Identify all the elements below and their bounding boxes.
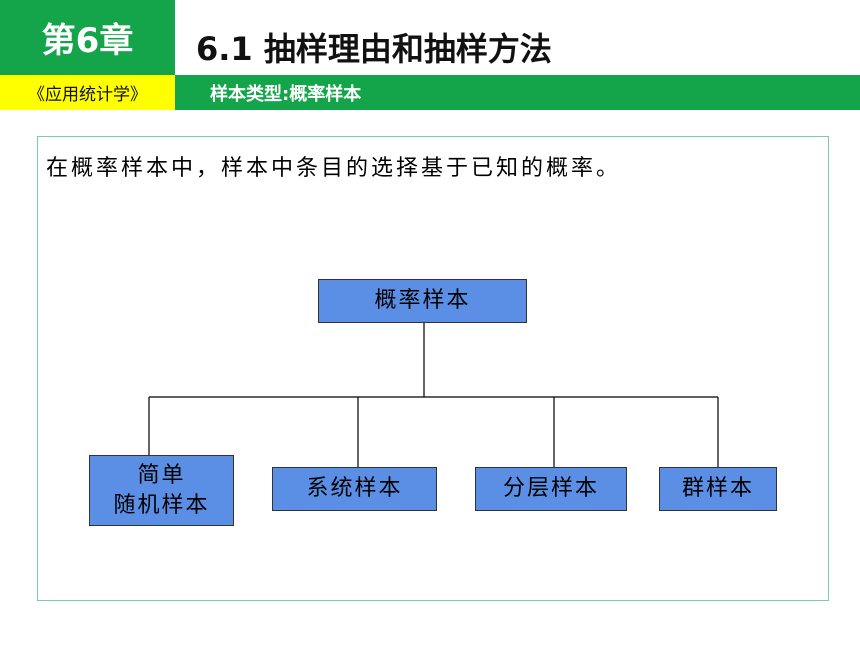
- content-frame: [37, 136, 829, 601]
- node-systematic-sample: 系统样本: [272, 467, 437, 511]
- book-label: 《应用统计学》: [0, 75, 175, 110]
- node-probability-sample: 概率样本: [318, 279, 527, 323]
- slide-title: 6.1 抽样理由和抽样方法: [196, 30, 552, 68]
- intro-text: 在概率样本中，样本中条目的选择基于已知的概率。: [46, 156, 622, 181]
- node-simple-random-sample: 简单 随机样本: [89, 455, 234, 526]
- node-stratified-sample: 分层样本: [475, 467, 627, 511]
- slide-subtitle: 样本类型:概率样本: [210, 83, 362, 105]
- chapter-label: 第6章: [0, 0, 175, 75]
- node-cluster-sample: 群样本: [659, 467, 777, 511]
- node-simple-random-line2: 随机样本: [113, 492, 210, 518]
- node-simple-random-line1: 简单: [137, 462, 186, 488]
